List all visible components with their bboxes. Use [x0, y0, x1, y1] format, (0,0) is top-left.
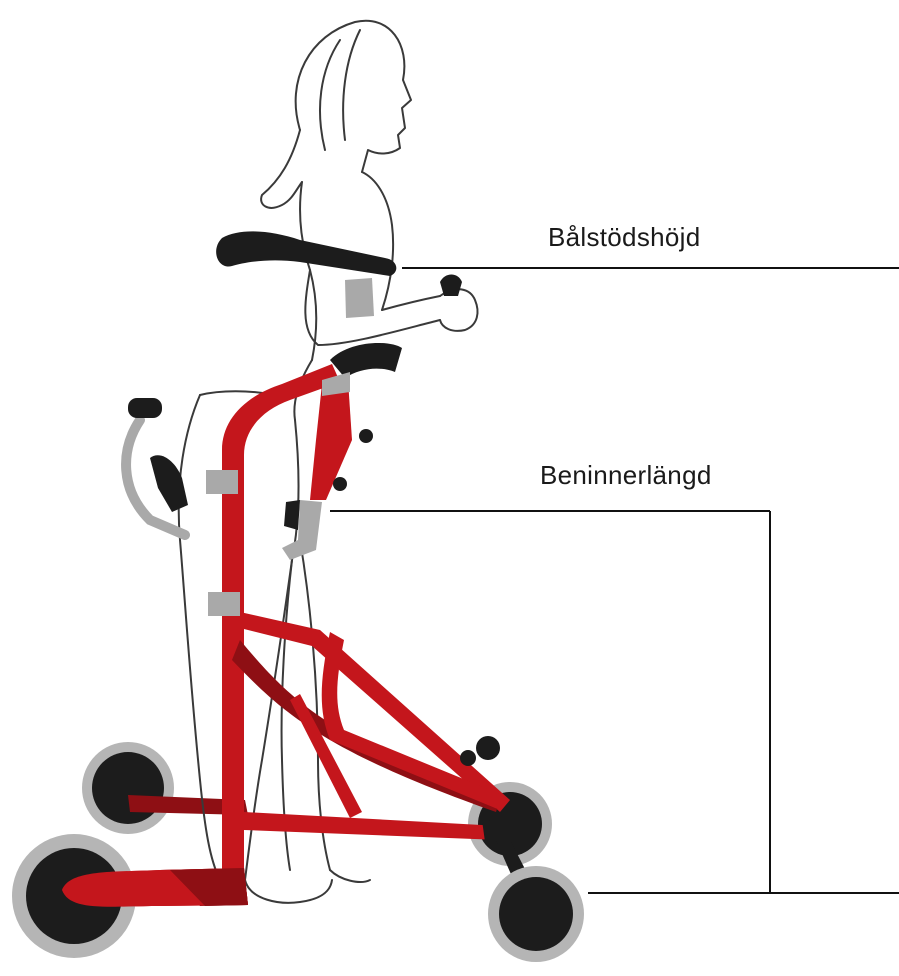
hip-support-pad — [330, 343, 402, 378]
front-lower-wheel — [488, 866, 584, 962]
rear-back-wheel — [82, 742, 174, 834]
trunk-support — [216, 231, 462, 318]
dimension-leader-lines — [330, 268, 899, 893]
inner-leg-length-label: Beninnerlängd — [540, 460, 712, 491]
trunk-support-height-label: Bålstödshöjd — [548, 222, 700, 253]
